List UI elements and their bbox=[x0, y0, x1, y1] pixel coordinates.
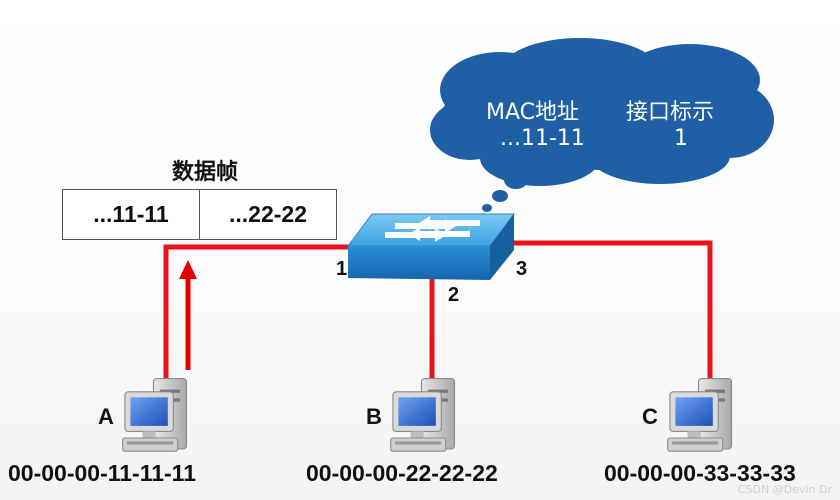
host-label-a: A bbox=[98, 404, 114, 429]
host-mac-b: 00-00-00-22-22-22 bbox=[306, 460, 498, 486]
frame-dst-mac: ...11-11 bbox=[93, 201, 169, 227]
data-frame: ...11-11 ...22-22 bbox=[62, 189, 337, 240]
computer-icon-c bbox=[667, 378, 733, 452]
host-label-c: C bbox=[642, 404, 658, 429]
host-label-b: B bbox=[366, 404, 382, 429]
mac-table-cloud bbox=[430, 38, 774, 212]
up-arrow-icon bbox=[179, 260, 197, 370]
mac-table-entry-mac: ...11-11 bbox=[500, 126, 585, 151]
watermark: CSDN @Devin Dr bbox=[737, 483, 832, 496]
host-mac-a: 00-00-00-11-11-11 bbox=[8, 460, 196, 486]
port-label-2: 2 bbox=[448, 284, 460, 306]
link-c bbox=[510, 240, 713, 380]
mac-table-header-mac: MAC地址 bbox=[486, 100, 580, 125]
switch-icon bbox=[347, 213, 515, 280]
port-label-1: 1 bbox=[336, 258, 348, 280]
host-mac-c: 00-00-00-33-33-33 bbox=[604, 460, 796, 486]
mac-table-header-port: 接口标示 bbox=[626, 100, 715, 125]
mac-table-entry-port: 1 bbox=[674, 126, 688, 151]
link-a bbox=[163, 244, 350, 380]
computer-icon-b bbox=[390, 378, 456, 452]
frame-title: 数据帧 bbox=[172, 159, 239, 184]
port-label-3: 3 bbox=[516, 258, 528, 280]
computer-icon-a bbox=[122, 378, 188, 452]
frame-src-mac: ...22-22 bbox=[199, 190, 336, 239]
links bbox=[163, 240, 713, 380]
